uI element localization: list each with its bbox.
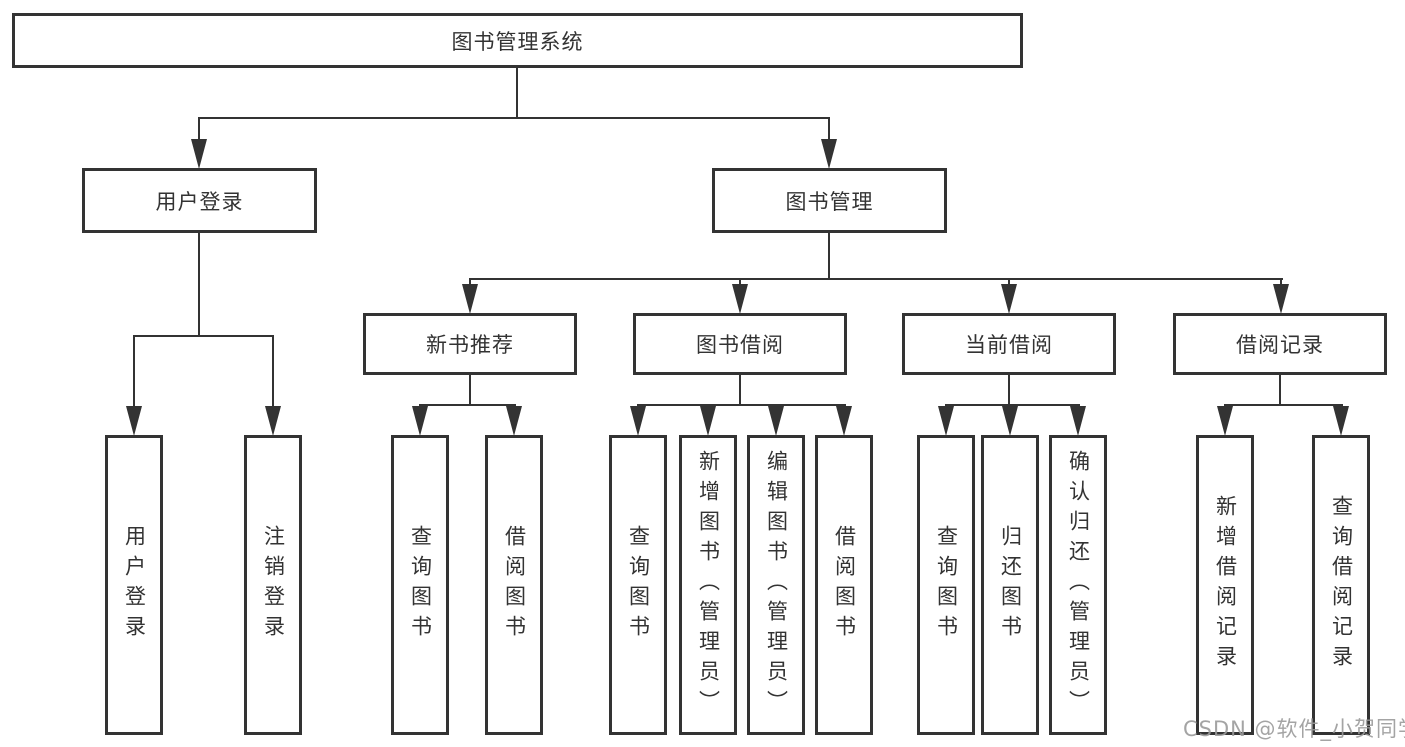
leaf-label: 查询图书 xyxy=(934,525,959,645)
arrow-down-icon xyxy=(1333,406,1349,436)
node-user-login: 用户登录 xyxy=(82,168,317,233)
leaf-label: 用户登录 xyxy=(122,525,147,645)
connector-line xyxy=(198,233,200,337)
connector-line xyxy=(1280,278,1282,286)
arrow-down-icon xyxy=(126,406,142,436)
arrow-down-icon xyxy=(1002,406,1018,436)
node-current-borrowing: 当前借阅 xyxy=(902,313,1116,375)
node-new-book-recommendation: 新书推荐 xyxy=(363,313,577,375)
leaf-borrow-books-recommend: 借阅图书 xyxy=(485,435,543,735)
arrow-down-icon xyxy=(732,284,748,314)
connector-line xyxy=(469,375,471,406)
arrow-down-icon xyxy=(836,406,852,436)
leaf-label: 借阅图书 xyxy=(832,525,857,645)
arrow-down-icon xyxy=(506,406,522,436)
connector-line xyxy=(133,335,274,337)
connector-line xyxy=(739,375,741,406)
leaf-confirm-return-admin: 确认归还（管理员） xyxy=(1049,435,1107,735)
node-book-management: 图书管理 xyxy=(712,168,947,233)
leaf-return-books: 归还图书 xyxy=(981,435,1039,735)
leaf-label: 借阅图书 xyxy=(502,525,527,645)
arrow-down-icon xyxy=(630,406,646,436)
leaf-label: 编辑图书（管理员） xyxy=(764,450,789,720)
connector-line xyxy=(133,335,135,407)
leaf-user-login: 用户登录 xyxy=(105,435,163,735)
connector-line xyxy=(1008,278,1010,286)
arrow-down-icon xyxy=(412,406,428,436)
connector-line xyxy=(469,278,1283,280)
connector-line xyxy=(1224,404,1343,406)
leaf-label: 查询图书 xyxy=(626,525,651,645)
leaf-edit-books-admin: 编辑图书（管理员） xyxy=(747,435,805,735)
leaf-query-books-borrowing: 查询图书 xyxy=(609,435,667,735)
arrow-down-icon xyxy=(1070,406,1086,436)
arrow-down-icon xyxy=(265,406,281,436)
connector-line xyxy=(1279,375,1281,406)
leaf-label: 归还图书 xyxy=(998,525,1023,645)
arrow-down-icon xyxy=(1217,406,1233,436)
leaf-label: 查询借阅记录 xyxy=(1329,495,1354,675)
leaf-query-books-recommend: 查询图书 xyxy=(391,435,449,735)
leaf-add-borrow-record: 新增借阅记录 xyxy=(1196,435,1254,735)
arrow-down-icon xyxy=(821,139,837,169)
leaf-label: 查询图书 xyxy=(408,525,433,645)
leaf-label: 注销登录 xyxy=(261,525,286,645)
leaf-add-books-admin: 新增图书（管理员） xyxy=(679,435,737,735)
node-book-borrowing: 图书借阅 xyxy=(633,313,847,375)
connector-line xyxy=(739,278,741,286)
leaf-label: 确认归还（管理员） xyxy=(1066,450,1091,720)
csdn-watermark: CSDN @软件_小贺同学 xyxy=(1183,717,1405,741)
connector-line xyxy=(828,233,830,280)
connector-line xyxy=(419,404,516,406)
leaf-label: 新增图书（管理员） xyxy=(696,450,721,720)
arrow-down-icon xyxy=(191,139,207,169)
connector-line xyxy=(945,404,1080,406)
connector-line xyxy=(198,117,830,119)
leaf-label: 新增借阅记录 xyxy=(1213,495,1238,675)
arrow-down-icon xyxy=(1273,284,1289,314)
arrow-down-icon xyxy=(938,406,954,436)
leaf-logout: 注销登录 xyxy=(244,435,302,735)
leaf-borrow-books: 借阅图书 xyxy=(815,435,873,735)
arrow-down-icon xyxy=(1001,284,1017,314)
connector-line xyxy=(637,404,846,406)
connector-line xyxy=(828,117,830,143)
connector-line xyxy=(272,335,274,407)
node-borrowing-records: 借阅记录 xyxy=(1173,313,1387,375)
arrow-down-icon xyxy=(462,284,478,314)
connector-line xyxy=(469,278,471,286)
leaf-query-borrow-record: 查询借阅记录 xyxy=(1312,435,1370,735)
connector-line xyxy=(198,117,200,143)
node-library-management-system: 图书管理系统 xyxy=(12,13,1023,68)
arrow-down-icon xyxy=(768,406,784,436)
connector-line xyxy=(1008,375,1010,406)
connector-line xyxy=(516,68,518,118)
arrow-down-icon xyxy=(700,406,716,436)
leaf-query-books-current: 查询图书 xyxy=(917,435,975,735)
